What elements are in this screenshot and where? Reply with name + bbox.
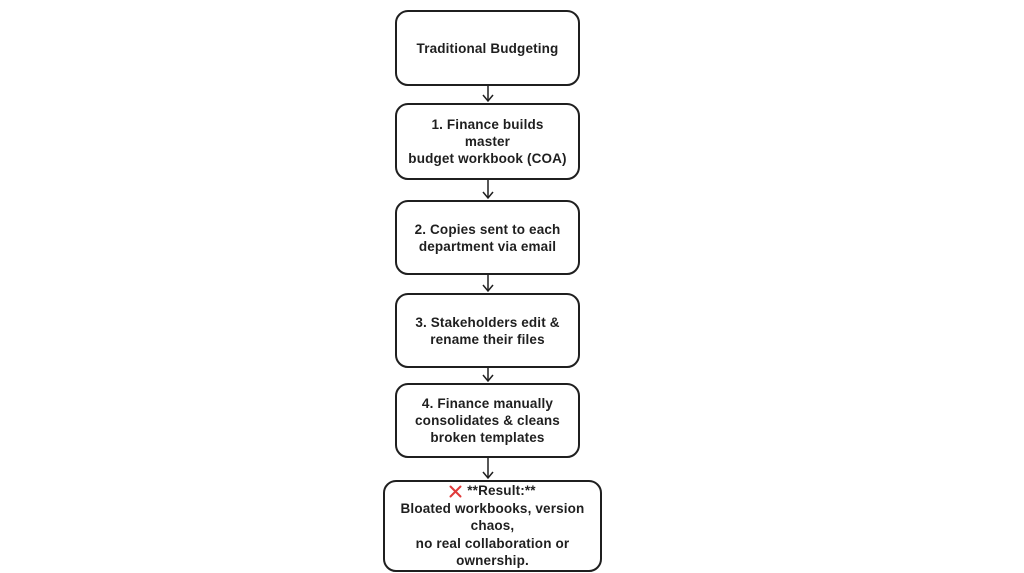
result-title-row: **Result:** <box>449 482 536 500</box>
arrow-down-icon <box>480 368 496 383</box>
flow-node-label: 2. Copies sent to each department via em… <box>414 221 561 254</box>
flow-node-result: **Result:** Bloated workbooks, version c… <box>383 480 602 572</box>
flow-node-step-1: 1. Finance builds master budget workbook… <box>395 103 580 180</box>
flow-node-step-3: 3. Stakeholders edit & rename their file… <box>395 293 580 368</box>
flow-node-label: Traditional Budgeting <box>416 40 559 56</box>
arrow-down-icon <box>480 458 496 480</box>
x-mark-icon <box>449 485 462 498</box>
arrow-down-icon <box>480 86 496 103</box>
flow-node-label: 1. Finance builds master budget workbook… <box>408 117 567 166</box>
result-body: Bloated workbooks, version chaos, no rea… <box>400 500 585 569</box>
arrow-down-icon <box>480 180 496 200</box>
result-title: **Result:** <box>467 483 536 499</box>
flow-node-step-2: 2. Copies sent to each department via em… <box>395 200 580 275</box>
flow-node-label: 3. Stakeholders edit & rename their file… <box>415 314 560 347</box>
flow-node-label: 4. Finance manually consolidates & clean… <box>415 396 560 445</box>
flow-node-traditional-budgeting: Traditional Budgeting <box>395 10 580 86</box>
flow-node-step-4: 4. Finance manually consolidates & clean… <box>395 383 580 458</box>
arrow-down-icon <box>480 275 496 293</box>
